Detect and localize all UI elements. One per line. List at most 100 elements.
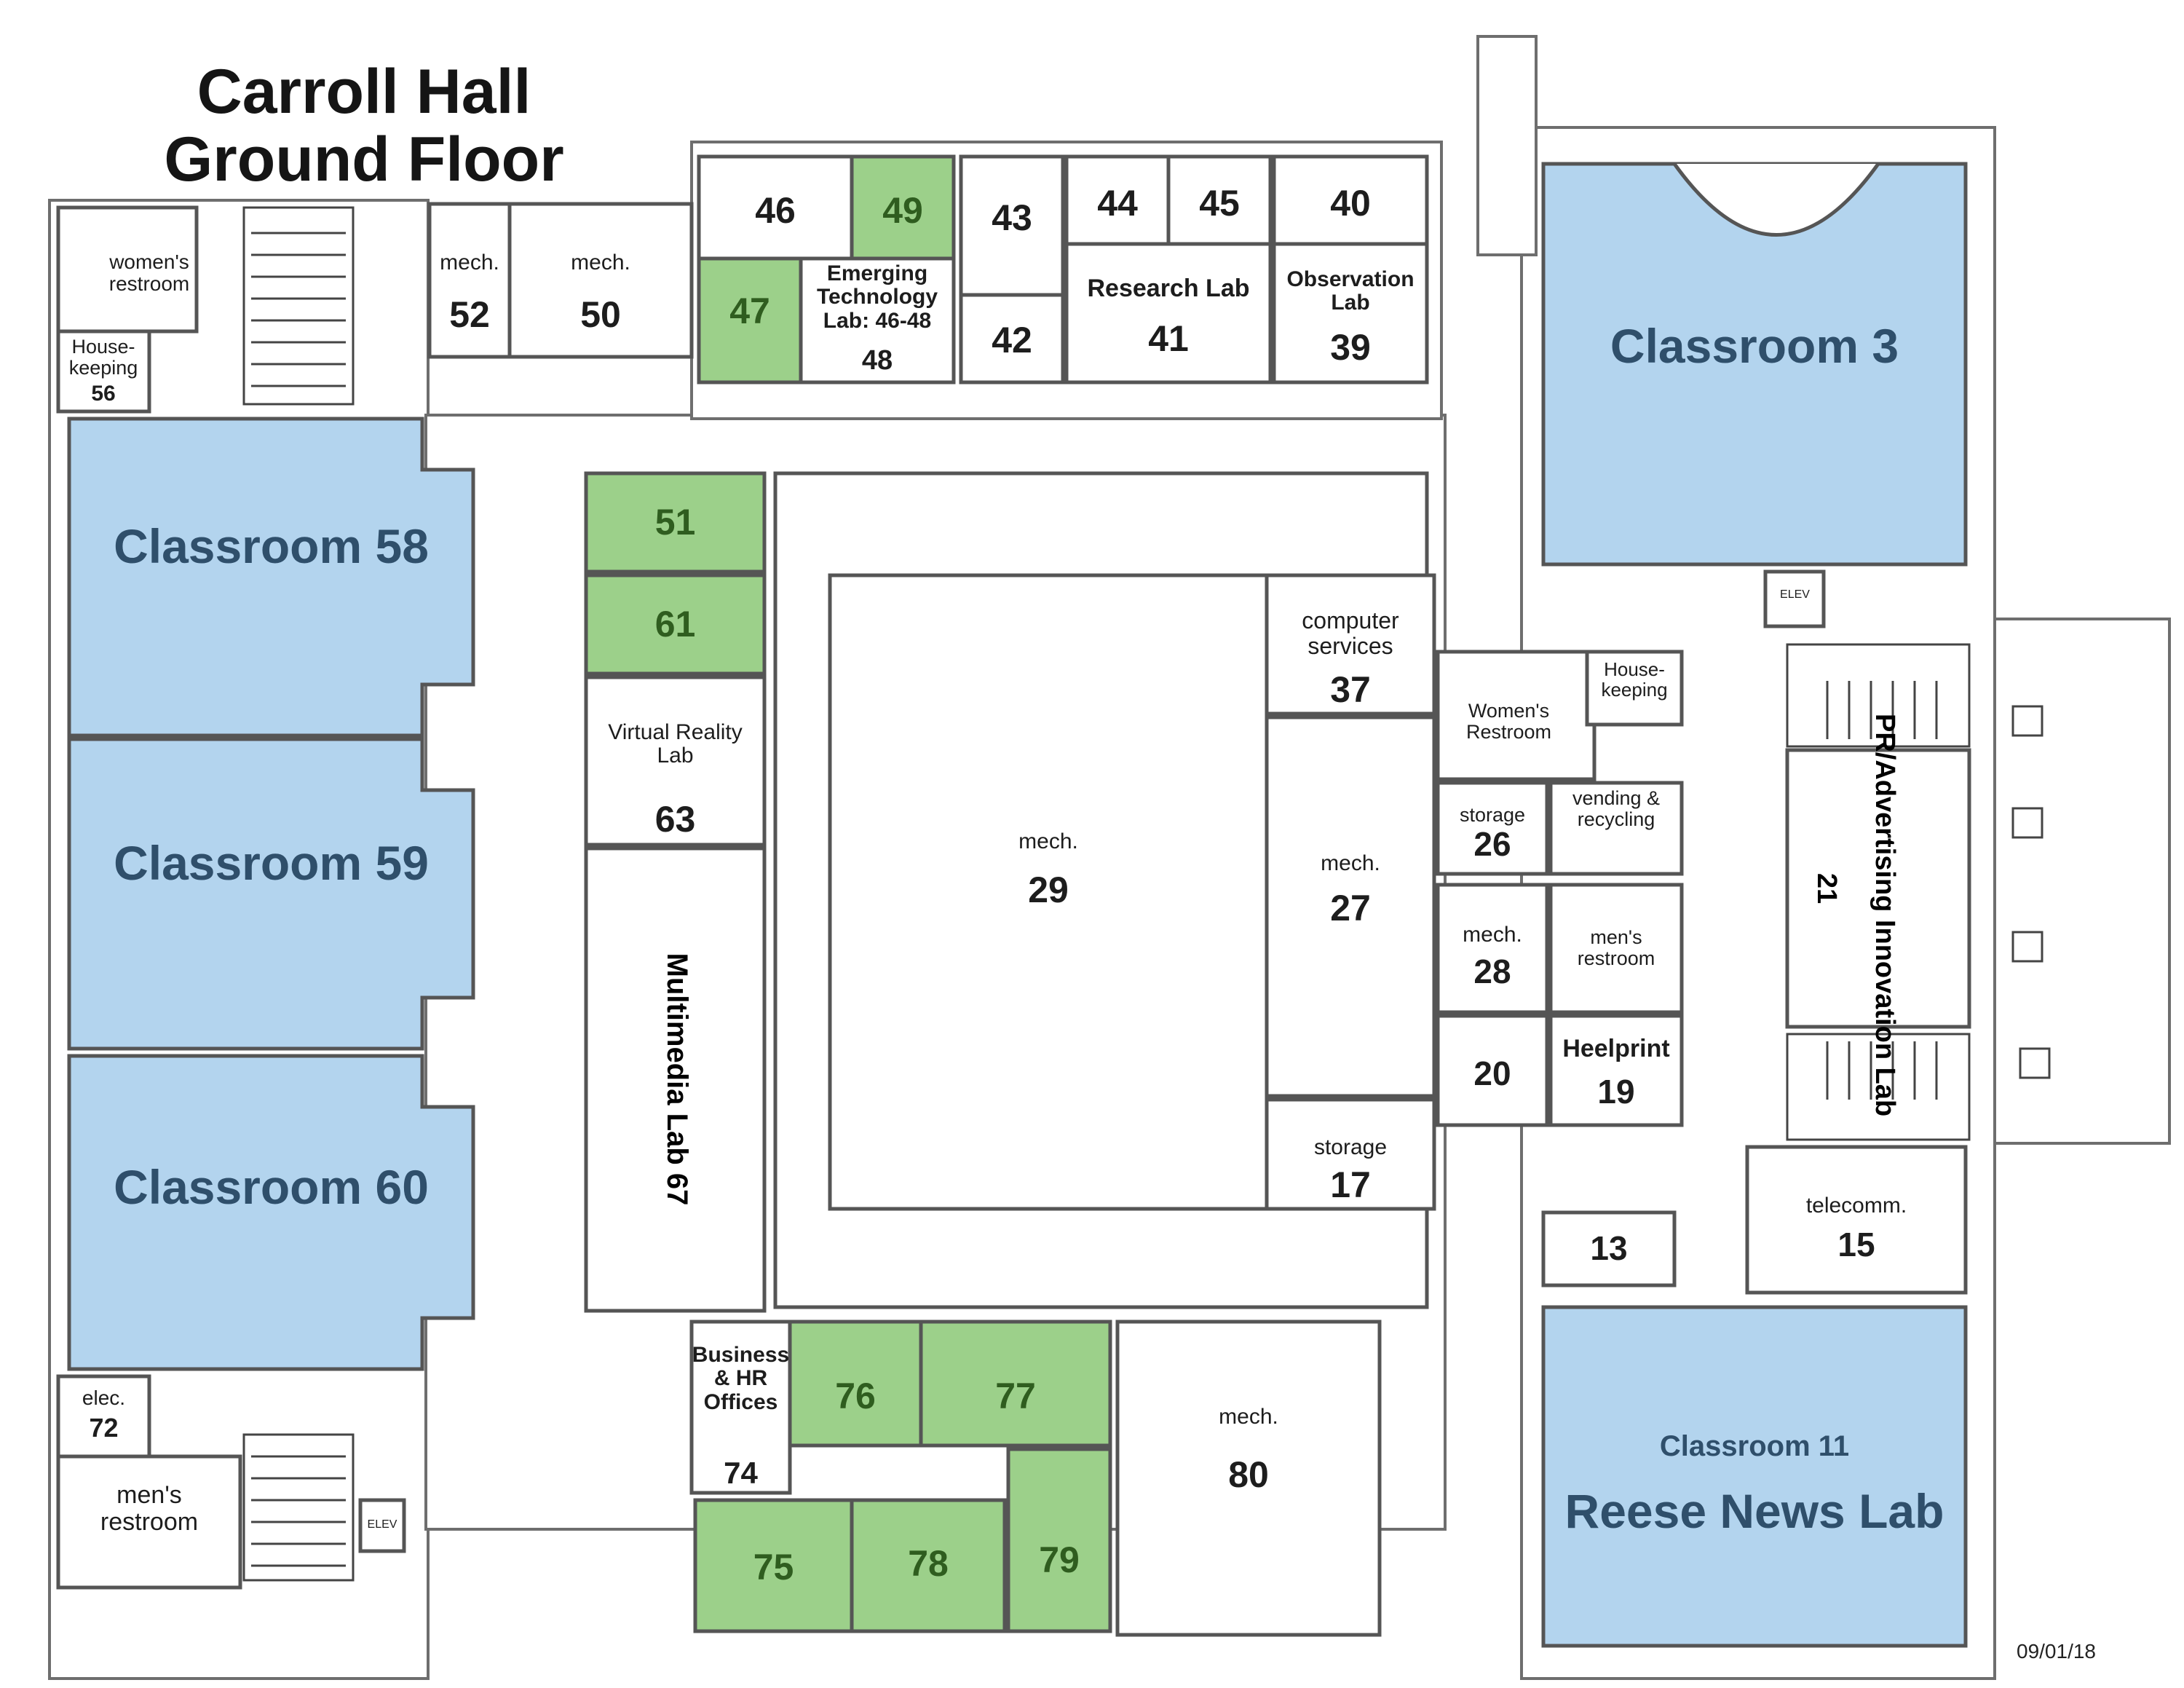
room-17[interactable]	[1265, 1097, 1436, 1211]
label-19: 19	[1597, 1073, 1635, 1111]
label-research-lab: Research Lab	[1087, 275, 1250, 302]
room-72[interactable]	[56, 1374, 151, 1459]
room-21[interactable]	[1785, 748, 1971, 1029]
womens-restroom-c[interactable]	[1436, 650, 1597, 781]
title-line-1: Carroll Hall	[197, 57, 531, 127]
vending-recycling[interactable]	[1548, 781, 1684, 876]
womens-restroom-nw[interactable]	[56, 205, 199, 334]
room-42[interactable]	[959, 293, 1065, 384]
label-classroom-11: Classroom 11	[1659, 1430, 1850, 1462]
elevator-e[interactable]	[1763, 569, 1826, 628]
classroom-60[interactable]	[67, 1054, 475, 1371]
room-78[interactable]	[850, 1498, 1007, 1633]
label-15: 15	[1837, 1226, 1875, 1263]
stairs-e-south	[1786, 1033, 1971, 1141]
room-26[interactable]	[1436, 781, 1549, 876]
label-telecomm: telecomm.	[1805, 1194, 1907, 1218]
room-56[interactable]	[56, 329, 151, 414]
room-37[interactable]	[1265, 573, 1436, 716]
room-50[interactable]	[507, 202, 694, 359]
room-77[interactable]	[919, 1320, 1112, 1448]
room-28[interactable]	[1436, 883, 1549, 1014]
label-womens-restroom-nw: women's restroom	[108, 251, 190, 296]
elevator-sw[interactable]	[358, 1498, 406, 1553]
label-76: 76	[835, 1376, 876, 1416]
east-porch	[2011, 705, 2051, 1079]
room-48[interactable]	[799, 256, 956, 384]
label-49: 49	[882, 190, 923, 231]
label-26: 26	[1473, 825, 1511, 863]
room-80[interactable]	[1115, 1320, 1382, 1637]
room-39[interactable]	[1272, 242, 1429, 384]
label-29: 29	[1028, 869, 1069, 910]
label-77: 77	[995, 1376, 1036, 1416]
label-mech-28: mech.	[1463, 923, 1522, 947]
room-61[interactable]	[584, 573, 767, 676]
label-50: 50	[580, 294, 621, 335]
multimedia-lab-67[interactable]	[584, 846, 767, 1313]
room-51[interactable]	[584, 471, 767, 574]
stairs-e-north	[1786, 643, 1971, 748]
housekeeping-21[interactable]	[1585, 650, 1684, 727]
room-19[interactable]	[1548, 1014, 1684, 1127]
label-52: 52	[449, 294, 490, 335]
label-mech-27: mech.	[1321, 851, 1380, 875]
room-27[interactable]	[1265, 715, 1436, 1098]
label-27: 27	[1330, 888, 1371, 928]
room-44[interactable]	[1064, 154, 1171, 246]
label-45: 45	[1199, 183, 1240, 224]
room-47[interactable]	[697, 256, 803, 384]
classroom-11[interactable]	[1541, 1305, 1968, 1648]
label-20: 20	[1473, 1054, 1511, 1092]
label-17: 17	[1330, 1164, 1371, 1205]
label-44: 44	[1097, 183, 1138, 224]
label-78: 78	[908, 1543, 949, 1584]
room-41[interactable]	[1064, 242, 1273, 384]
room-45[interactable]	[1166, 154, 1273, 246]
label-storage-26: storage	[1459, 804, 1526, 826]
stairs-sw	[242, 1433, 355, 1582]
label-40: 40	[1330, 183, 1371, 224]
label-pr-advertising-lab: PR/Advertising Innovation Lab	[1870, 714, 1900, 1117]
room-49[interactable]	[850, 154, 956, 261]
room-15[interactable]	[1745, 1145, 1968, 1295]
label-48: 48	[861, 345, 893, 376]
room-63[interactable]	[584, 675, 767, 847]
label-41: 41	[1148, 318, 1189, 359]
label-80: 80	[1228, 1454, 1269, 1495]
label-heelprint: Heelprint	[1562, 1035, 1670, 1062]
label-storage-17: storage	[1313, 1135, 1388, 1159]
room-40[interactable]	[1272, 154, 1429, 246]
label-79: 79	[1039, 1539, 1080, 1580]
label-72: 72	[89, 1413, 119, 1443]
classroom-3-stage	[1672, 162, 1880, 237]
room-76[interactable]	[788, 1320, 923, 1448]
room-79[interactable]	[1006, 1447, 1112, 1633]
label-56: 56	[91, 382, 116, 406]
room-13[interactable]	[1541, 1210, 1677, 1287]
label-virtual-reality-lab: Virtual Reality Lab	[608, 720, 743, 768]
classroom-59[interactable]	[67, 737, 475, 1051]
label-observation-lab: Observation Lab	[1286, 267, 1415, 315]
label-mens-restroom-c: men's restroom	[1577, 926, 1655, 970]
label-21: 21	[1811, 872, 1842, 904]
classroom-58[interactable]	[67, 417, 475, 738]
label-housekeeping-56: House-keeping	[68, 336, 138, 379]
label-classroom-3: Classroom 3	[1610, 319, 1899, 373]
label-housekeeping-21: House-keeping	[1601, 658, 1668, 701]
room-29[interactable]	[828, 573, 1269, 1211]
label-43: 43	[992, 197, 1032, 238]
label-classroom-58: Classroom 58	[114, 519, 429, 573]
map-date: 09/01/18	[2017, 1640, 2096, 1663]
label-elev-e: ELEV	[1780, 588, 1810, 601]
label-business-hr: Business & HR Offices	[692, 1343, 790, 1414]
label-61: 61	[654, 604, 696, 644]
mens-restroom-c[interactable]	[1548, 883, 1684, 1014]
map-title: Carroll Hall Ground Floor	[124, 58, 604, 194]
label-womens-restroom-c: Women's Restroom	[1465, 700, 1552, 744]
label-multimedia-lab-67: Multimedia Lab 67	[661, 953, 693, 1206]
room-20[interactable]	[1436, 1014, 1549, 1127]
mens-restroom-sw[interactable]	[56, 1454, 242, 1590]
